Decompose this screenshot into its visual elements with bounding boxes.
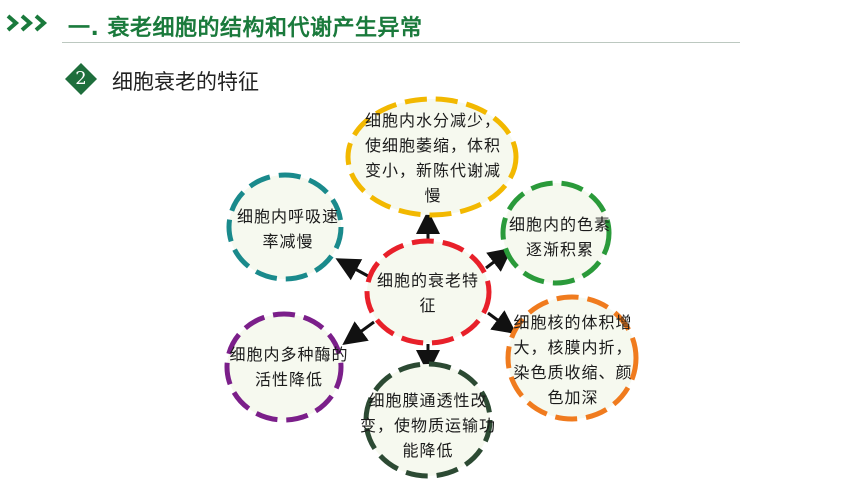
- membrane-circle: [363, 361, 493, 479]
- chevron-double-right-icon: [6, 14, 48, 32]
- node-membrane-label: 细胞膜通透性改变，使物质运输功能降低: [360, 391, 497, 460]
- node-pigment-label: 细胞内的色素逐渐积累: [508, 215, 611, 259]
- section-title: 细胞衰老的特征: [112, 70, 259, 94]
- page-title: 一. 衰老细胞的结构和代谢产生异常: [68, 16, 423, 41]
- respiration-circle: [226, 172, 344, 282]
- center-circle: [364, 238, 492, 346]
- pigment-circle: [500, 180, 612, 286]
- arrows: [335, 210, 517, 374]
- node-water-label: 细胞内水分减少，使细胞萎缩，体积变小，新陈代谢减慢: [364, 111, 501, 205]
- section-number-badge: [65, 63, 97, 95]
- node-circles: [224, 96, 639, 479]
- title-divider: [62, 42, 740, 43]
- arrow-to-pigment: [485, 247, 513, 272]
- arrow-to-nucleus: [487, 310, 517, 335]
- enzyme-circle: [224, 311, 344, 423]
- center-node-label: 细胞的衰老特征: [376, 271, 479, 315]
- water-circle: [345, 96, 519, 218]
- node-respiration-label: 细胞内呼吸速率减慢: [236, 207, 339, 251]
- section-number: 2: [75, 68, 87, 89]
- node-nucleus-label: 细胞核的体积增大，核膜内折，染色质收缩、颜色加深: [513, 313, 633, 407]
- arrow-to-respiration: [335, 258, 369, 281]
- nucleus-circle: [505, 294, 639, 422]
- arrow-to-enzyme: [342, 320, 375, 346]
- node-enzyme-label: 细胞内多种酶的活性降低: [229, 345, 349, 389]
